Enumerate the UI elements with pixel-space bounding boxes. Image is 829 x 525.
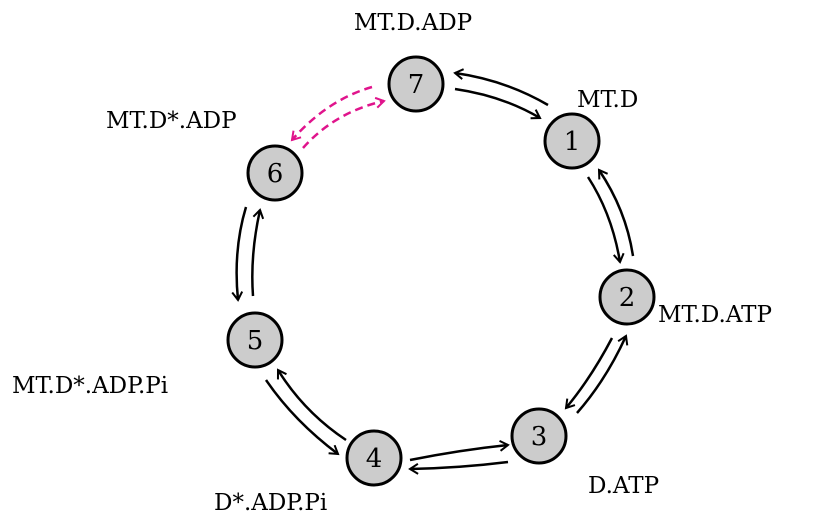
node-1: 1 [543,112,601,170]
node-6: 6 [246,144,304,202]
node-1-circle [543,112,601,170]
dashed-arrow-6-to-7 [302,96,386,149]
arrow-4-to-3 [409,439,510,462]
label-node-3: D.ATP [588,473,659,499]
node-6-number: 6 [267,159,284,189]
transitions [231,68,635,475]
arrow-1-to-2 [586,176,625,264]
arrow-2-to-1 [597,168,635,257]
node-4: 4 [345,429,403,487]
label-node-4: D*.ADP.Pi [214,490,327,516]
dashed-arrow-7-to-6 [290,85,373,142]
node-7-number: 7 [408,70,425,100]
node-2-number: 2 [619,283,636,313]
node-3-number: 3 [531,422,548,452]
node-4-number: 4 [366,444,383,474]
arrow-5-to-6 [251,208,265,297]
label-node-1: MT.D [577,87,638,113]
node-3-circle [510,407,568,465]
node-5-circle [226,311,284,369]
node-4-circle [345,429,403,487]
label-node-6: MT.D*.ADP [106,108,237,134]
arrow-7-to-1 [454,87,542,120]
arrow-6-to-5 [231,206,248,302]
state-labels: MT.D.ADP MT.D MT.D.ATP D.ATP D*.ADP.Pi M… [12,10,772,516]
node-7-circle [387,55,445,113]
arrow-3-to-4 [408,460,509,475]
arrow-3-to-2 [576,334,629,414]
node-3: 3 [510,407,568,465]
label-node-7: MT.D.ADP [354,10,472,36]
node-1-number: 1 [564,127,581,157]
node-7: 7 [387,55,445,113]
node-5: 5 [226,311,284,369]
arrow-1-to-7 [453,68,549,107]
node-2: 2 [598,268,656,326]
node-5-number: 5 [247,326,264,356]
arrow-2-to-3 [564,337,614,410]
node-2-circle [598,268,656,326]
arrow-4-to-5 [276,368,347,442]
arrow-5-to-4 [264,379,340,456]
label-node-5: MT.D*.ADP.Pi [12,373,168,399]
node-6-circle [246,144,304,202]
label-node-2: MT.D.ATP [658,302,772,328]
